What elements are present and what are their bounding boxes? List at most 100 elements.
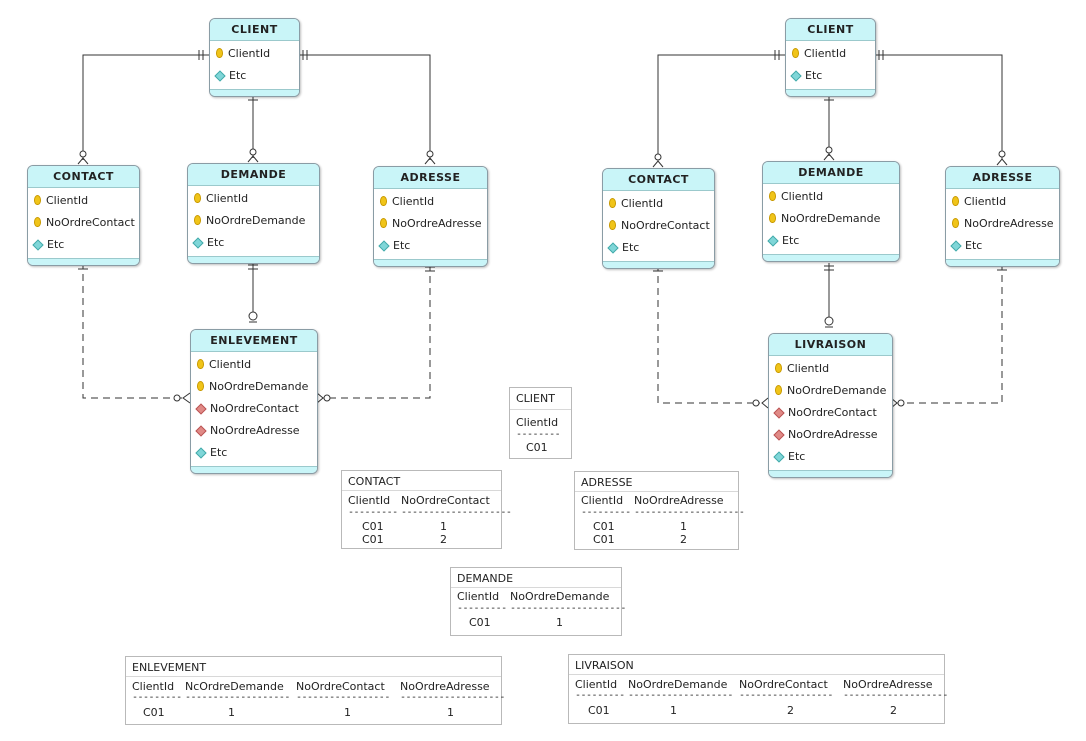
- sample-table-demande: DEMANDE ClientId NoOrdreDemande --------…: [450, 567, 626, 636]
- attribute-row: Etc: [946, 235, 1059, 257]
- key-icon: [769, 191, 776, 201]
- link-client-adresse: [299, 54, 431, 160]
- attribute-diamond-icon: [195, 447, 207, 459]
- entity-title: CONTACT: [28, 166, 139, 188]
- attribute-row: ClientId: [769, 358, 892, 380]
- key-icon: [380, 218, 387, 228]
- table-dashes: -------------------: [843, 690, 948, 701]
- key-icon: [194, 193, 201, 203]
- attribute-row: Etc: [188, 232, 319, 254]
- key-icon: [216, 48, 223, 58]
- attribute-diamond-icon: [378, 240, 390, 252]
- entity-demande-left[interactable]: DEMANDE ClientId NoOrdreDemande Etc: [187, 163, 320, 264]
- entity-title: LIVRAISON: [769, 334, 892, 356]
- entity-title: CLIENT: [210, 19, 299, 41]
- table-cell: 2: [787, 704, 794, 717]
- table-header: ClientId: [581, 494, 624, 507]
- attribute-row: ClientId: [786, 43, 875, 65]
- table-header: NoOrdreContact: [296, 680, 385, 693]
- table-dashes: --------------------: [634, 507, 745, 518]
- attribute-row: ClientId: [191, 354, 317, 376]
- sample-table-livraison: LIVRAISON ClientId NoOrdreDemande NoOrdr…: [568, 654, 948, 724]
- attribute-row: NoOrdreContact: [191, 398, 317, 420]
- entity-adresse-left[interactable]: ADRESSE ClientId NoOrdreAdresse Etc: [373, 166, 488, 267]
- attribute-row: Etc: [763, 230, 899, 252]
- key-icon: [194, 215, 201, 225]
- link-contact-enlevement: [82, 262, 182, 399]
- entity-enlevement[interactable]: ENLEVEMENT ClientId NoOrdreDemande NoOrd…: [190, 329, 318, 474]
- table-header: ClientId: [348, 494, 391, 507]
- table-dashes: ---------: [348, 507, 398, 518]
- entity-client-right[interactable]: CLIENT ClientId Etc: [785, 18, 876, 97]
- entity-contact-right[interactable]: CONTACT ClientId NoOrdreContact Etc: [602, 168, 715, 269]
- table-cell: 2: [680, 533, 687, 546]
- table-header: ClientId: [457, 590, 500, 603]
- link-adresse-livraison: [896, 263, 1003, 404]
- attribute-row: ClientId: [946, 191, 1059, 213]
- table-dashes: --------: [516, 429, 561, 440]
- key-icon: [792, 48, 799, 58]
- attribute-row: Etc: [210, 65, 299, 87]
- entity-adresse-right[interactable]: ADRESSE ClientId NoOrdreAdresse Etc: [945, 166, 1060, 267]
- attribute-row: ClientId: [210, 43, 299, 65]
- table-dashes: ---------: [575, 690, 625, 701]
- entity-title: ADRESSE: [946, 167, 1059, 189]
- entity-title: CONTACT: [603, 169, 714, 191]
- attribute-diamond-icon: [32, 239, 44, 251]
- key-icon: [952, 218, 959, 228]
- table-cell: C01: [526, 441, 548, 454]
- link-client-adresse-right: [875, 54, 1003, 160]
- table-dashes: -------------------: [628, 690, 733, 701]
- table-cell: 1: [556, 616, 563, 629]
- attribute-row: NoOrdreDemande: [763, 208, 899, 230]
- entity-client-left[interactable]: CLIENT ClientId Etc: [209, 18, 300, 97]
- foreign-key-diamond-icon: [773, 407, 785, 419]
- table-title: ENLEVEMENT: [132, 661, 207, 674]
- attribute-row: NoOrdreAdresse: [769, 424, 892, 446]
- table-header: NoOrdreAdresse: [400, 680, 490, 693]
- table-cell: C01: [469, 616, 491, 629]
- attribute-diamond-icon: [790, 70, 802, 82]
- table-title: DEMANDE: [457, 572, 514, 585]
- table-dashes: ---------: [132, 692, 182, 703]
- attribute-row: ClientId: [763, 186, 899, 208]
- attribute-row: Etc: [603, 237, 714, 259]
- table-header: NoOrdreDemande: [628, 678, 728, 691]
- attribute-row: ClientId: [603, 193, 714, 215]
- table-dashes: ---------: [581, 507, 631, 518]
- key-icon: [775, 385, 782, 395]
- attribute-row: Etc: [191, 442, 317, 464]
- attribute-row: NoOrdreContact: [28, 212, 139, 234]
- table-dashes: -----------------: [739, 690, 833, 701]
- attribute-row: ClientId: [188, 188, 319, 210]
- key-icon: [769, 213, 776, 223]
- foreign-key-diamond-icon: [195, 425, 207, 437]
- table-cell: 2: [890, 704, 897, 717]
- attribute-row: NoOrdreContact: [769, 402, 892, 424]
- table-dashes: --------------------: [401, 507, 512, 518]
- table-header: NoOrdreDemande: [510, 590, 610, 603]
- attribute-row: Etc: [786, 65, 875, 87]
- table-title: ADRESSE: [581, 476, 633, 489]
- entity-livraison[interactable]: LIVRAISON ClientId NoOrdreDemande NoOrdr…: [768, 333, 893, 478]
- table-cell: 1: [440, 520, 447, 533]
- attribute-row: NoOrdreDemande: [769, 380, 892, 402]
- table-cell: 2: [440, 533, 447, 546]
- attribute-diamond-icon: [773, 451, 785, 463]
- attribute-row: Etc: [374, 235, 487, 257]
- table-header: ClientId: [575, 678, 618, 691]
- attribute-row: NoOrdreContact: [603, 215, 714, 237]
- key-icon: [197, 359, 204, 369]
- entity-title: ADRESSE: [374, 167, 487, 189]
- entity-contact-left[interactable]: CONTACT ClientId NoOrdreContact Etc: [27, 165, 140, 266]
- table-cell: 1: [228, 706, 235, 719]
- attribute-diamond-icon: [214, 70, 226, 82]
- entity-demande-right[interactable]: DEMANDE ClientId NoOrdreDemande Etc: [762, 161, 900, 262]
- table-title: CONTACT: [348, 475, 401, 488]
- key-icon: [609, 220, 616, 230]
- table-cell: C01: [593, 533, 615, 546]
- entity-title: ENLEVEMENT: [191, 330, 317, 352]
- table-title: CLIENT: [516, 392, 555, 405]
- sample-table-enlevement: ENLEVEMENT ClientId NcOrdreDemande NoOrd…: [125, 656, 505, 725]
- table-cell: C01: [593, 520, 615, 533]
